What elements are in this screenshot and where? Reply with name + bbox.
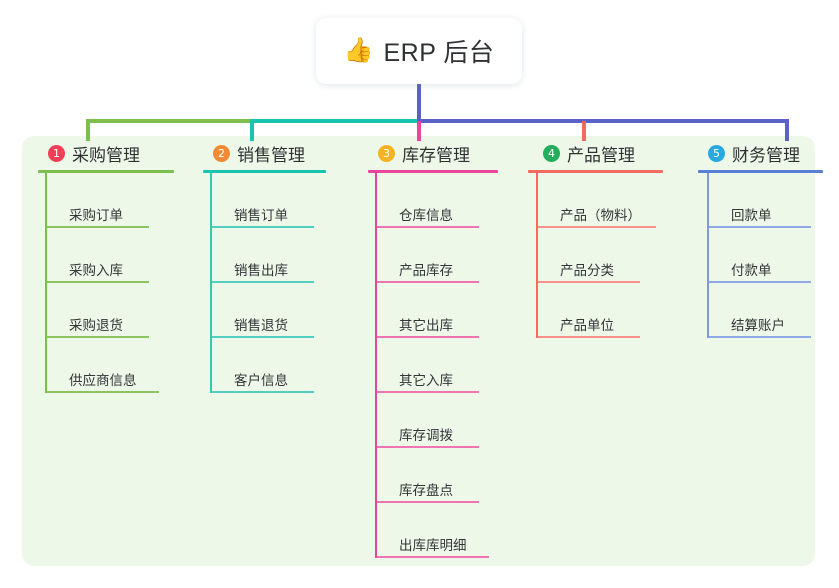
item-underline (538, 336, 640, 338)
branch-column-2: 2 销售管理 销售订单 销售出库 销售退货 客户信息 (195, 136, 355, 393)
item-underline (212, 391, 314, 393)
list-item[interactable]: 客户信息 (212, 338, 355, 393)
item-label: 其它出库 (399, 318, 453, 333)
item-underline (709, 336, 811, 338)
branch-header-1[interactable]: 1 采购管理 (30, 136, 190, 170)
item-label: 产品（物料） (560, 208, 641, 223)
branch-rule-3 (368, 170, 498, 173)
item-label: 库存盘点 (399, 483, 453, 498)
list-item[interactable]: 其它出库 (377, 283, 520, 338)
thumbs-up-icon: 👍 (343, 37, 374, 64)
item-underline (212, 226, 314, 228)
root-node-card[interactable]: 👍 ERP 后台 (316, 18, 522, 84)
list-item[interactable]: 产品单位 (538, 283, 685, 338)
branch-column-4: 4 产品管理 产品（物料） 产品分类 产品单位 (525, 136, 685, 338)
item-label: 库存调拨 (399, 428, 453, 443)
item-label: 产品单位 (560, 318, 614, 333)
item-label: 产品分类 (560, 263, 614, 278)
item-label: 仓库信息 (399, 208, 453, 223)
item-label: 产品库存 (399, 263, 453, 278)
branch-header-5[interactable]: 5 财务管理 (690, 136, 839, 170)
branch-items-3: 仓库信息 产品库存 其它出库 其它入库 库存调拨 (375, 173, 520, 558)
branch-title-1: 采购管理 (72, 145, 140, 165)
branch-badge-5: 5 (708, 144, 725, 162)
item-underline (377, 336, 479, 338)
list-item[interactable]: 付款单 (709, 228, 839, 283)
item-label: 出库库明细 (399, 538, 467, 553)
diagram-background-panel (22, 136, 815, 566)
item-underline (47, 391, 159, 393)
branch-items-2: 销售订单 销售出库 销售退货 客户信息 (210, 173, 355, 393)
branch-rule-2 (203, 170, 326, 173)
list-item[interactable]: 采购退货 (47, 283, 190, 338)
list-item[interactable]: 产品（物料） (538, 173, 685, 228)
root-node-title: ERP 后台 (383, 39, 495, 67)
branch-column-1: 1 采购管理 采购订单 采购入库 采购退货 供应商信息 (30, 136, 190, 393)
item-underline (377, 226, 479, 228)
item-underline (212, 336, 314, 338)
branch-items-1: 采购订单 采购入库 采购退货 供应商信息 (45, 173, 190, 393)
item-underline (377, 556, 489, 558)
list-item[interactable]: 出库库明细 (377, 503, 520, 558)
list-item[interactable]: 回款单 (709, 173, 839, 228)
branch-items-5: 回款单 付款单 结算账户 (707, 173, 839, 338)
branch-columns: 1 采购管理 采购订单 采购入库 采购退货 供应商信息 (22, 136, 823, 566)
branch-rule-1 (38, 170, 174, 173)
list-item[interactable]: 产品分类 (538, 228, 685, 283)
item-label: 采购退货 (69, 318, 123, 333)
item-underline (47, 226, 149, 228)
branch-header-3[interactable]: 3 库存管理 (360, 136, 520, 170)
item-label: 销售出库 (234, 263, 288, 278)
branch-title-4: 产品管理 (567, 145, 635, 165)
branch-rule-4 (528, 170, 663, 173)
branch-badge-4: 4 (543, 144, 560, 162)
item-underline (538, 226, 656, 228)
item-label: 客户信息 (234, 373, 288, 388)
item-label: 付款单 (731, 263, 772, 278)
item-label: 采购入库 (69, 263, 123, 278)
branch-badge-2: 2 (213, 144, 230, 162)
item-underline (709, 226, 811, 228)
item-label: 采购订单 (69, 208, 123, 223)
list-item[interactable]: 销售退货 (212, 283, 355, 338)
item-underline (709, 281, 811, 283)
item-underline (538, 281, 640, 283)
item-underline (212, 281, 314, 283)
item-underline (47, 336, 149, 338)
item-label: 结算账户 (731, 318, 785, 333)
branch-header-4[interactable]: 4 产品管理 (525, 136, 685, 170)
item-underline (377, 281, 479, 283)
item-label: 其它入库 (399, 373, 453, 388)
branch-items-4: 产品（物料） 产品分类 产品单位 (536, 173, 685, 338)
branch-badge-1: 1 (48, 144, 65, 162)
branch-rule-5 (698, 170, 823, 173)
list-item[interactable]: 其它入库 (377, 338, 520, 393)
list-item[interactable]: 库存盘点 (377, 448, 520, 503)
list-item[interactable]: 销售出库 (212, 228, 355, 283)
item-label: 回款单 (731, 208, 772, 223)
item-underline (377, 446, 479, 448)
item-label: 销售退货 (234, 318, 288, 333)
branch-column-5: 5 财务管理 回款单 付款单 结算账户 (690, 136, 839, 338)
branch-title-2: 销售管理 (237, 145, 305, 165)
branch-badge-3: 3 (378, 144, 395, 162)
list-item[interactable]: 采购入库 (47, 228, 190, 283)
list-item[interactable]: 仓库信息 (377, 173, 520, 228)
item-label: 销售订单 (234, 208, 288, 223)
item-label: 供应商信息 (69, 373, 137, 388)
list-item[interactable]: 供应商信息 (47, 338, 190, 393)
list-item[interactable]: 结算账户 (709, 283, 839, 338)
branch-title-5: 财务管理 (732, 145, 800, 165)
list-item[interactable]: 库存调拨 (377, 393, 520, 448)
list-item[interactable]: 销售订单 (212, 173, 355, 228)
list-item[interactable]: 产品库存 (377, 228, 520, 283)
list-item[interactable]: 采购订单 (47, 173, 190, 228)
branch-column-3: 3 库存管理 仓库信息 产品库存 其它出库 其它入库 (360, 136, 520, 558)
branch-header-2[interactable]: 2 销售管理 (195, 136, 355, 170)
item-underline (47, 281, 149, 283)
branch-title-3: 库存管理 (402, 145, 470, 165)
item-underline (377, 501, 479, 503)
item-underline (377, 391, 479, 393)
